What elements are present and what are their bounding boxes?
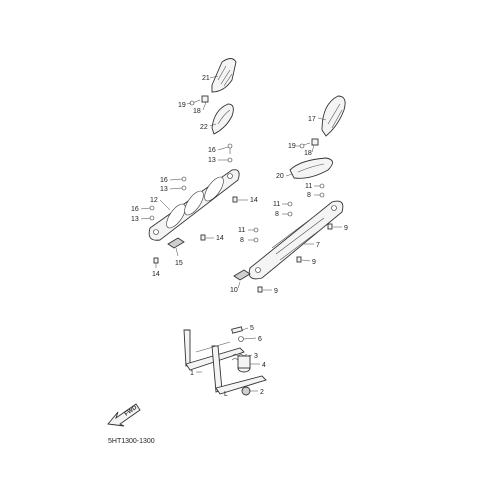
part-22-cover [211,103,234,135]
callout-14-b: 14 [216,235,224,242]
part-5-bolt [231,326,243,334]
callout-8-b: 8 [275,211,279,218]
part-18-clip-left [201,95,209,103]
callout-8-a: 8 [307,192,311,199]
callout-18-right: 18 [304,150,312,157]
part-1-main-stand [183,329,267,395]
part-18-clip-right [311,138,319,146]
part-13-washer-upper [227,157,233,163]
callout-13-low: 13 [131,216,139,223]
part-16-bolt-low [149,205,155,211]
diagram-code: 5HT1300-1300 [108,438,155,445]
callout-15: 15 [175,260,183,267]
left-marker: L [224,391,228,398]
part-16-bolt-mid [181,176,187,182]
fwd-arrow-icon: FWD [107,403,141,427]
callout-11-a: 11 [305,183,312,190]
part-17-cover [321,95,346,137]
part-16-bolt-upper [227,143,233,154]
part-12-footboard-left [148,169,240,241]
callout-16-upper: 16 [208,147,216,154]
part-9-grommet-a [327,223,333,230]
part-19-bolt-left [189,99,201,106]
callout-7: 7 [316,242,320,249]
callout-16-low: 16 [131,206,139,213]
callout-20: 20 [276,173,284,180]
part-13-washer-low [149,215,155,221]
callout-6: 6 [258,336,262,343]
callout-13-upper: 13 [208,157,216,164]
callout-1: 1 [190,370,194,377]
part-14-grommet-b [200,234,206,241]
part-14-grommet-a [232,196,238,203]
callout-2: 2 [260,389,264,396]
part-19-bolt-right [299,142,311,149]
part-11-bolt-c [253,227,259,233]
callout-5: 5 [250,325,254,332]
part-21-cover [211,58,237,93]
callout-22: 22 [200,124,208,131]
callout-18-left: 18 [193,108,201,115]
part-8-washer-c [253,237,259,243]
part-9-grommet-c [257,286,263,293]
callout-19-left: 19 [178,102,186,109]
callout-9-a: 9 [344,225,348,232]
callout-19-right: 19 [288,143,296,150]
part-8-washer-b [287,211,293,217]
part-14-grommet-c [153,257,159,264]
part-8-washer-a [319,192,325,198]
callout-8-c: 8 [240,237,244,244]
part-2-stopper [241,386,251,396]
callout-4: 4 [262,362,266,369]
part-15-bracket [167,237,185,249]
part-7-footboard-right [248,200,344,280]
callout-9-c: 9 [274,288,278,295]
callout-17: 17 [308,116,316,123]
callout-9-b: 9 [312,259,316,266]
part-9-grommet-b [296,256,302,263]
leader-lines [140,75,342,392]
part-10-bracket [233,269,251,281]
part-11-bolt-b [287,201,293,207]
callout-13-mid: 13 [160,186,168,193]
callout-3: 3 [254,353,258,360]
callout-14-a: 14 [250,197,258,204]
callout-labels: 21 19 18 22 16 13 16 13 12 14 16 13 14 1… [131,75,348,398]
callout-14-c: 14 [152,271,160,278]
callout-12: 12 [150,197,158,204]
part-4-collar [237,355,251,373]
part-13-washer-mid [181,185,187,191]
part-20-cover [289,157,333,179]
callout-10: 10 [230,287,238,294]
part-11-bolt-a [319,183,325,189]
callout-21: 21 [202,75,210,82]
part-6-washer [238,336,244,342]
callout-16-mid: 16 [160,177,168,184]
callout-11-b: 11 [273,201,280,208]
callout-11-c: 11 [238,227,245,234]
